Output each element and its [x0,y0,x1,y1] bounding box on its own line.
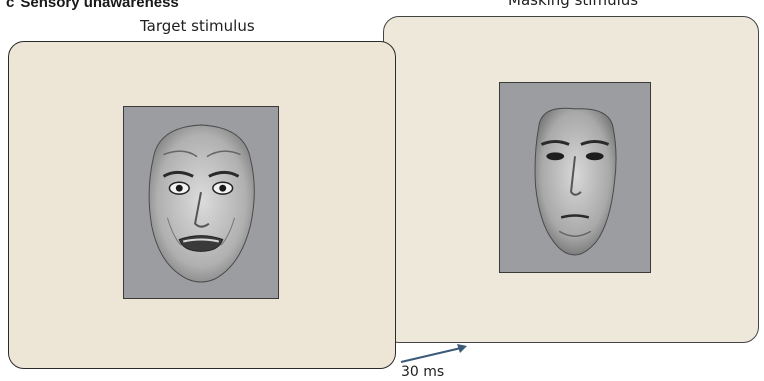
panel-title: c Sensory unawareness [6,0,179,11]
fearful-face-icon [124,107,278,298]
target-stimulus-label: Target stimulus [140,17,255,35]
panel-letter: c [6,0,14,11]
timing-indicator: 30 ms [397,342,477,381]
panel-title-text: Sensory unawareness [20,0,178,11]
masking-face-image [499,82,651,273]
neutral-face-icon [500,83,650,272]
arrow-icon [397,342,477,366]
target-face-image [123,106,279,299]
timing-label: 30 ms [401,364,444,380]
masking-stimulus-label: Masking stimulus [508,0,638,9]
